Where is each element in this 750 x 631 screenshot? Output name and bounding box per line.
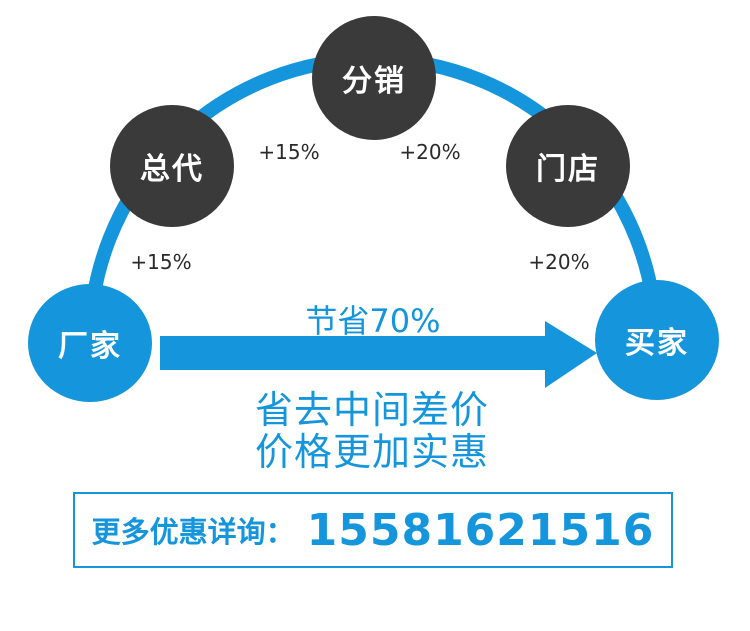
contact-box: 更多优惠详询： 15581621516 — [73, 492, 673, 568]
markup-factory-to-general: +15% — [130, 250, 192, 274]
node-distributor-label: 分销 — [342, 64, 406, 99]
contact-phone[interactable]: 15581621516 — [306, 504, 655, 556]
node-general-agent-label: 总代 — [140, 152, 204, 187]
node-store-label: 门店 — [536, 152, 600, 187]
node-factory: 厂家 — [28, 284, 152, 402]
savings-arrow — [160, 321, 597, 388]
markup-general-to-distributor: +15% — [258, 140, 320, 164]
markup-store-to-buyer: +20% — [528, 250, 590, 274]
node-distributor: 分销 — [312, 16, 436, 140]
node-buyer: 买家 — [595, 280, 719, 400]
markup-distributor-to-store: +20% — [399, 140, 461, 164]
contact-label: 更多优惠详询： — [91, 515, 295, 549]
slogan-line-2: 价格更加实惠 — [254, 430, 490, 474]
slogan-line-1: 省去中间差价 — [254, 388, 490, 432]
node-factory-label: 厂家 — [58, 329, 122, 364]
node-general-agent: 总代 — [110, 105, 234, 227]
savings-label: 节省70% — [305, 302, 441, 340]
node-store: 门店 — [506, 105, 630, 227]
node-buyer-label: 买家 — [625, 326, 689, 361]
